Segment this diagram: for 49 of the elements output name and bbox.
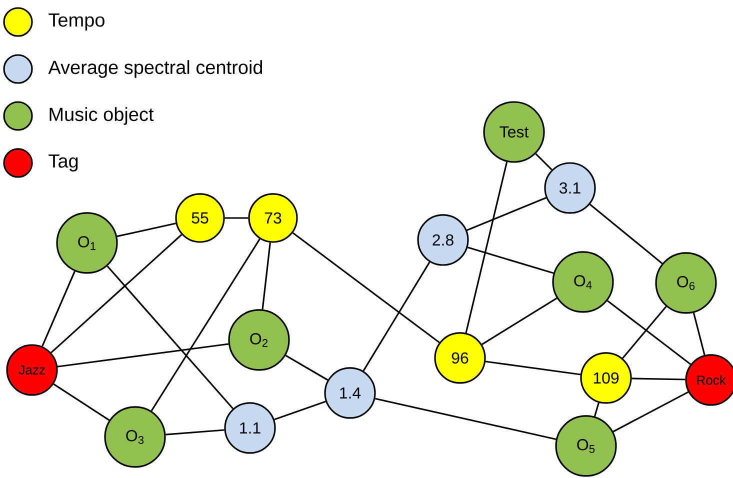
legend-label: Tempo <box>48 14 104 30</box>
edge-line <box>622 306 667 359</box>
edge-line <box>285 354 328 381</box>
edge-line <box>262 242 271 310</box>
graph-node: O$_{4}$ <box>552 251 614 313</box>
edge-line <box>106 266 234 410</box>
legend-label: Average spectral centroid <box>48 60 262 78</box>
graph-node: 2.8 <box>417 214 469 266</box>
edge-line <box>57 343 229 368</box>
edge-line <box>274 400 326 420</box>
edge-line <box>42 270 76 347</box>
edge-line <box>53 383 110 421</box>
legend-label: Tag <box>48 154 78 172</box>
graph-node: O$_{6}$ <box>655 252 717 314</box>
edge-line <box>375 398 556 440</box>
edge-line <box>465 162 508 334</box>
graph-node: Jazz <box>6 344 58 396</box>
graph-node: 109 <box>580 352 632 404</box>
graph-node: O$_{2}$ <box>228 309 290 371</box>
legend-label: Music object <box>50 107 154 125</box>
edge-line <box>362 262 430 372</box>
edge-line <box>150 238 260 412</box>
edge-line <box>224 217 248 219</box>
edge-line <box>589 204 663 264</box>
graph-node: O$_{5}$ <box>555 415 617 477</box>
graph-node: 55 <box>175 193 225 243</box>
edge-line <box>166 429 224 436</box>
edge-line <box>632 378 686 380</box>
edge-line <box>606 300 691 365</box>
edge-line <box>692 312 706 356</box>
edge-line <box>466 197 546 231</box>
edge-line <box>116 222 176 238</box>
edge-line <box>535 153 552 170</box>
graph-node: 73 <box>248 193 298 243</box>
edge-line <box>292 232 440 344</box>
graph-node: 1.4 <box>324 367 376 419</box>
edge-line <box>612 391 689 432</box>
edge-line <box>482 298 558 346</box>
graph-node: 1.1 <box>224 402 276 454</box>
edge-line <box>485 360 581 376</box>
graph-node: O$_{3}$ <box>104 406 166 468</box>
edge-line <box>50 234 182 354</box>
graph-node: O$_{1}$ <box>56 212 118 274</box>
graph-node: Rock <box>685 354 733 406</box>
graph-node: Test <box>483 101 545 163</box>
edge-line <box>467 246 554 274</box>
graph-node: 96 <box>434 332 486 384</box>
graph-node: 3.1 <box>544 162 596 214</box>
edge-line <box>594 402 600 417</box>
